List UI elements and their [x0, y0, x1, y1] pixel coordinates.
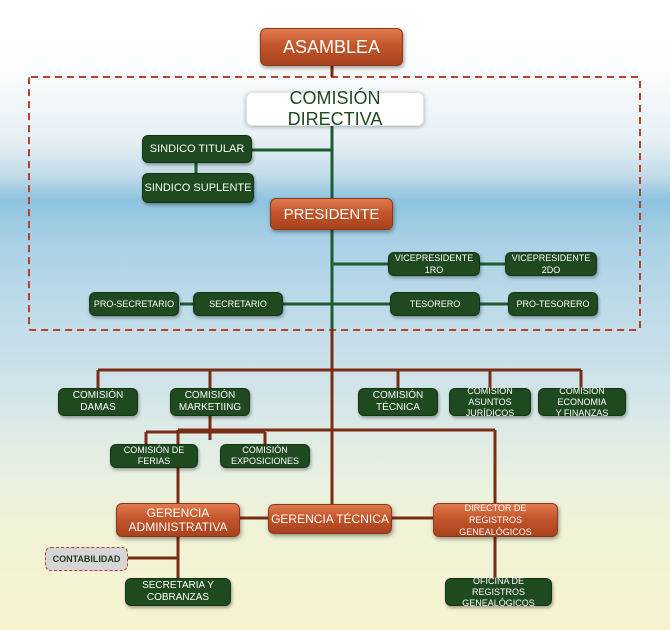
sindico-titular-box: SINDICO TITULAR: [142, 135, 252, 163]
comision-tecnica-box: COMISIÓN TÉCNICA: [358, 388, 438, 416]
oficina-registros-box: OFICINA DE REGISTROS GENEALÓGICOS: [445, 576, 552, 608]
pro-tesorero-box: PRO-TESORERO: [508, 292, 598, 316]
comision-economia-box: COMISIÓN ECONOMIA Y FINANZAS: [538, 386, 626, 418]
comision-damas-box: COMISIÓN DAMAS: [58, 388, 138, 416]
pro-secretario-box: PRO-SECRETARIO: [89, 292, 179, 316]
vicepresidente-1-box: VICEPRESIDENTE 1RO: [388, 252, 480, 276]
gerencia-administrativa-box: GERENCIA ADMINISTRATIVA: [116, 503, 240, 537]
secretaria-cobranzas-box: SECRETARIA Y COBRANZAS: [125, 578, 231, 606]
comision-ferias-box: COMISIÓN DE FERIAS: [110, 444, 198, 468]
gerencia-tecnica-box: GERENCIA TÉCNICA: [268, 504, 392, 534]
contabilidad-box: CONTABILIDAD: [45, 547, 128, 571]
vicepresidente-2-box: VICEPRESIDENTE 2DO: [505, 252, 597, 276]
director-registros-box: DIRECTOR DE REGISTROS GENEALÓGICOS: [433, 503, 558, 537]
tesorero-box: TESORERO: [390, 292, 480, 316]
comision-exposiciones-box: COMISIÓN EXPOSICIONES: [220, 444, 310, 468]
asamblea-box: ASAMBLEA: [260, 28, 403, 66]
directiva-frame: [28, 76, 641, 331]
sindico-suplente-box: SINDICO SUPLENTE: [142, 173, 254, 203]
secretario-box: SECRETARIO: [193, 292, 283, 316]
comision-directiva-box: COMISIÓN DIRECTIVA: [246, 88, 424, 129]
comision-marketing-box: COMISIÓN MARKETIING: [170, 388, 250, 416]
presidente-box: PRESIDENTE: [270, 198, 393, 230]
comision-asuntos-juridicos-box: COMISIÓN ASUNTOS JURÍDICOS: [449, 386, 531, 418]
